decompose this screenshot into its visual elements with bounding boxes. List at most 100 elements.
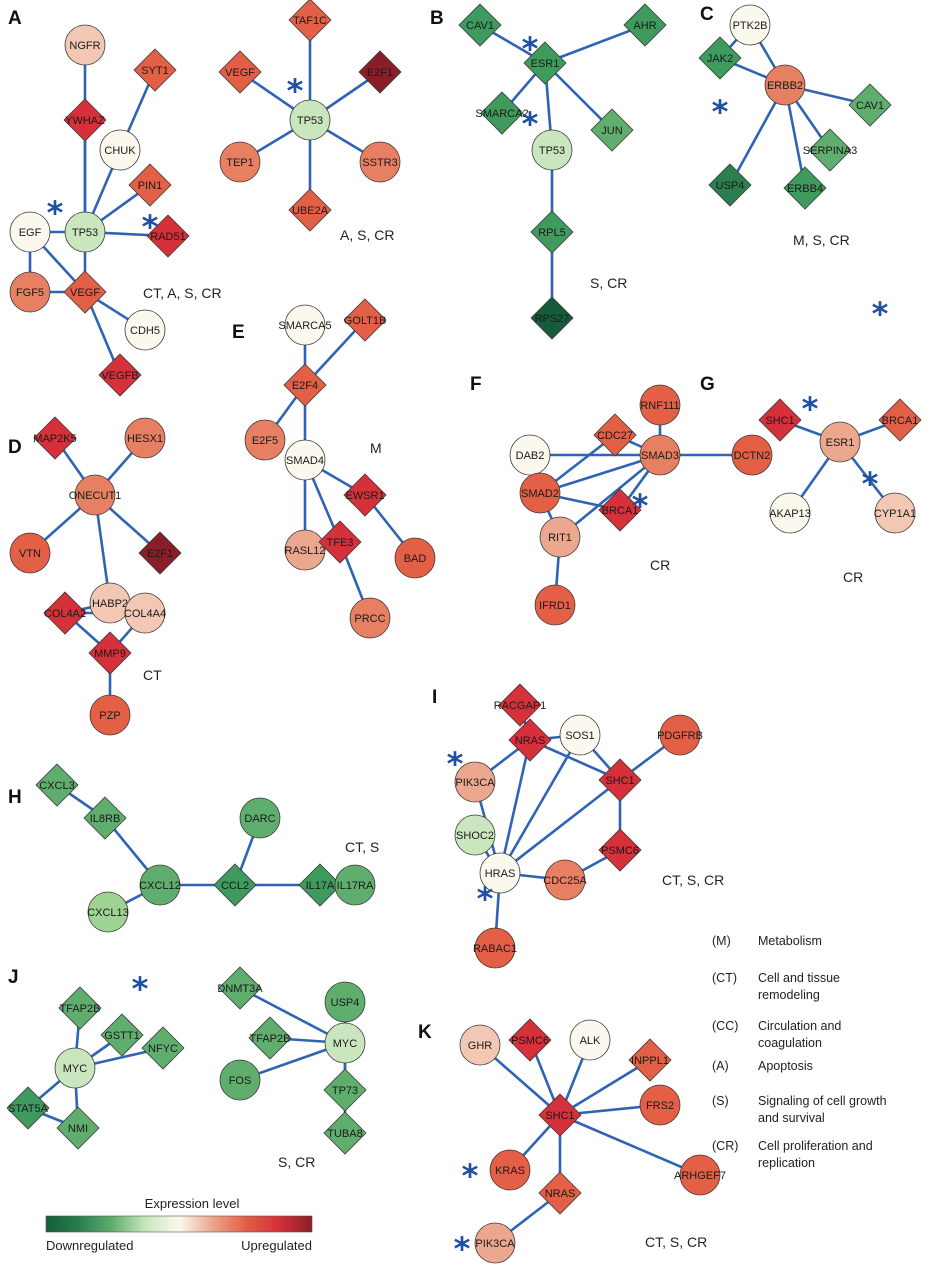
node-jak2[interactable]: JAK2 (698, 36, 742, 80)
node-sstr3[interactable]: SSTR3 (359, 141, 401, 183)
node-nmi[interactable]: NMI (56, 1106, 100, 1150)
node-pik3ca[interactable]: PIK3CA (454, 761, 496, 803)
node-usp4[interactable]: USP4 (324, 981, 366, 1023)
node-golt1b[interactable]: GOLT1B (343, 298, 387, 342)
node-vtn[interactable]: VTN (9, 532, 51, 574)
node-ube2a[interactable]: UBE2A (288, 188, 332, 232)
node-pin1[interactable]: PIN1 (128, 163, 172, 207)
node-smarca2[interactable]: SMARCA2 (475, 91, 529, 135)
node-sos1[interactable]: SOS1 (559, 714, 601, 756)
node-fos[interactable]: FOS (219, 1059, 261, 1101)
node-syt1[interactable]: SYT1 (133, 48, 177, 92)
node-cdh5[interactable]: CDH5 (124, 309, 166, 351)
node-habp2[interactable]: HABP2 (89, 582, 131, 624)
node-il8rb[interactable]: IL8RB (83, 796, 127, 840)
node-shc1[interactable]: SHC1 (758, 398, 802, 442)
node-il17a[interactable]: IL17A (298, 863, 342, 907)
node-stat5a[interactable]: STAT5A (6, 1086, 50, 1130)
node-chuk[interactable]: CHUK (99, 129, 141, 171)
node-cxcl13[interactable]: CXCL13 (87, 891, 129, 933)
node-pdgfrb[interactable]: PDGFRB (657, 714, 703, 756)
node-alk[interactable]: ALK (569, 1019, 611, 1061)
node-tp53[interactable]: TP53 (64, 211, 106, 253)
node-darc[interactable]: DARC (239, 797, 281, 839)
node-e2f1[interactable]: E2F1 (358, 50, 402, 94)
node-ccl2[interactable]: CCL2 (213, 863, 257, 907)
node-cdc27[interactable]: CDC27 (593, 413, 637, 457)
node-dab2[interactable]: DAB2 (509, 434, 551, 476)
node-jun[interactable]: JUN (590, 108, 634, 152)
node-shoc2[interactable]: SHOC2 (454, 814, 496, 856)
node-ghr[interactable]: GHR (459, 1024, 501, 1066)
node-brca1[interactable]: BRCA1 (878, 398, 922, 442)
node-col4a4[interactable]: COL4A4 (124, 592, 166, 634)
node-prcc[interactable]: PRCC (349, 597, 391, 639)
node-ptk2b[interactable]: PTK2B (729, 4, 771, 46)
node-tfap2b[interactable]: TFAP2B (58, 986, 102, 1030)
node-psmc6[interactable]: PSMC6 (598, 828, 642, 872)
node-arhgef7[interactable]: ARHGEF7 (674, 1154, 726, 1196)
node-map2k5[interactable]: MAP2K5 (33, 416, 77, 460)
node-nras[interactable]: NRAS (538, 1171, 582, 1215)
node-inppl1[interactable]: INPPL1 (628, 1038, 672, 1082)
node-taf1c[interactable]: TAF1C (288, 0, 332, 42)
node-serpina3[interactable]: SERPINA3 (803, 128, 857, 172)
node-cav1[interactable]: CAV1 (458, 3, 502, 47)
node-pik3ca[interactable]: PIK3CA (474, 1222, 516, 1264)
node-hesx1[interactable]: HESX1 (124, 417, 166, 459)
node-tfe3[interactable]: TFE3 (318, 520, 362, 564)
node-cxcl3[interactable]: CXCL3 (35, 763, 79, 807)
node-dctn2[interactable]: DCTN2 (731, 434, 773, 476)
node-fgf5[interactable]: FGF5 (9, 271, 51, 313)
node-rasl12[interactable]: RASL12 (285, 529, 326, 571)
node-usp4[interactable]: USP4 (708, 163, 752, 207)
node-tp53[interactable]: TP53 (531, 129, 573, 171)
node-vegf[interactable]: VEGF (63, 270, 107, 314)
node-onecut1[interactable]: ONECUT1 (69, 474, 122, 516)
node-kras[interactable]: KRAS (489, 1149, 531, 1191)
node-e2f1[interactable]: E2F1 (138, 531, 182, 575)
node-cav1[interactable]: CAV1 (848, 83, 892, 127)
node-psmc6[interactable]: PSMC6 (508, 1018, 552, 1062)
node-smad3[interactable]: SMAD3 (639, 434, 681, 476)
node-ifrd1[interactable]: IFRD1 (534, 584, 576, 626)
node-tuba8[interactable]: TUBA8 (323, 1111, 367, 1155)
node-tep1[interactable]: TEP1 (219, 141, 261, 183)
node-akap13[interactable]: AKAP13 (769, 492, 811, 534)
node-smad2[interactable]: SMAD2 (519, 472, 561, 514)
node-il17ra[interactable]: IL17RA (334, 864, 376, 906)
node-smarca5[interactable]: SMARCA5 (278, 304, 332, 346)
node-col4a2[interactable]: COL4A2 (43, 591, 87, 635)
node-rad51[interactable]: RAD51 (146, 214, 190, 258)
node-tfap2b[interactable]: TFAP2B (248, 1016, 292, 1060)
node-tp53[interactable]: TP53 (289, 99, 331, 141)
node-erbb2[interactable]: ERBB2 (764, 64, 806, 106)
node-gstt1[interactable]: GSTT1 (100, 1013, 144, 1057)
node-racgap1[interactable]: RACGAP1 (494, 683, 547, 727)
node-frs2[interactable]: FRS2 (639, 1084, 681, 1126)
node-ewsr1[interactable]: EWSR1 (343, 473, 387, 517)
node-pzp[interactable]: PZP (89, 694, 131, 736)
node-vegf[interactable]: VEGF (218, 50, 262, 94)
node-ywhaz[interactable]: YWHAZ (63, 98, 107, 142)
node-ngfr[interactable]: NGFR (64, 24, 106, 66)
node-cxcl12[interactable]: CXCL12 (139, 864, 181, 906)
node-nras[interactable]: NRAS (508, 718, 552, 762)
node-hras[interactable]: HRAS (479, 852, 521, 894)
node-ahr[interactable]: AHR (623, 3, 667, 47)
node-dnmt3a[interactable]: DNMT3A (217, 966, 263, 1010)
node-bad[interactable]: BAD (394, 537, 436, 579)
node-smad4[interactable]: SMAD4 (284, 439, 326, 481)
node-esr1[interactable]: ESR1 (819, 421, 861, 463)
node-rps27[interactable]: RPS27 (530, 296, 574, 340)
node-vegfb[interactable]: VEGFB (98, 353, 142, 397)
node-cdc25a[interactable]: CDC25A (543, 859, 587, 901)
node-e2f5[interactable]: E2F5 (244, 419, 286, 461)
node-rpl5[interactable]: RPL5 (530, 210, 574, 254)
node-shc1[interactable]: SHC1 (538, 1093, 582, 1137)
node-shc1[interactable]: SHC1 (598, 758, 642, 802)
node-egf[interactable]: EGF (9, 211, 51, 253)
node-myc[interactable]: MYC (54, 1047, 96, 1089)
node-mmp9[interactable]: MMP9 (88, 631, 132, 675)
node-brca1[interactable]: BRCA1 (598, 488, 642, 532)
